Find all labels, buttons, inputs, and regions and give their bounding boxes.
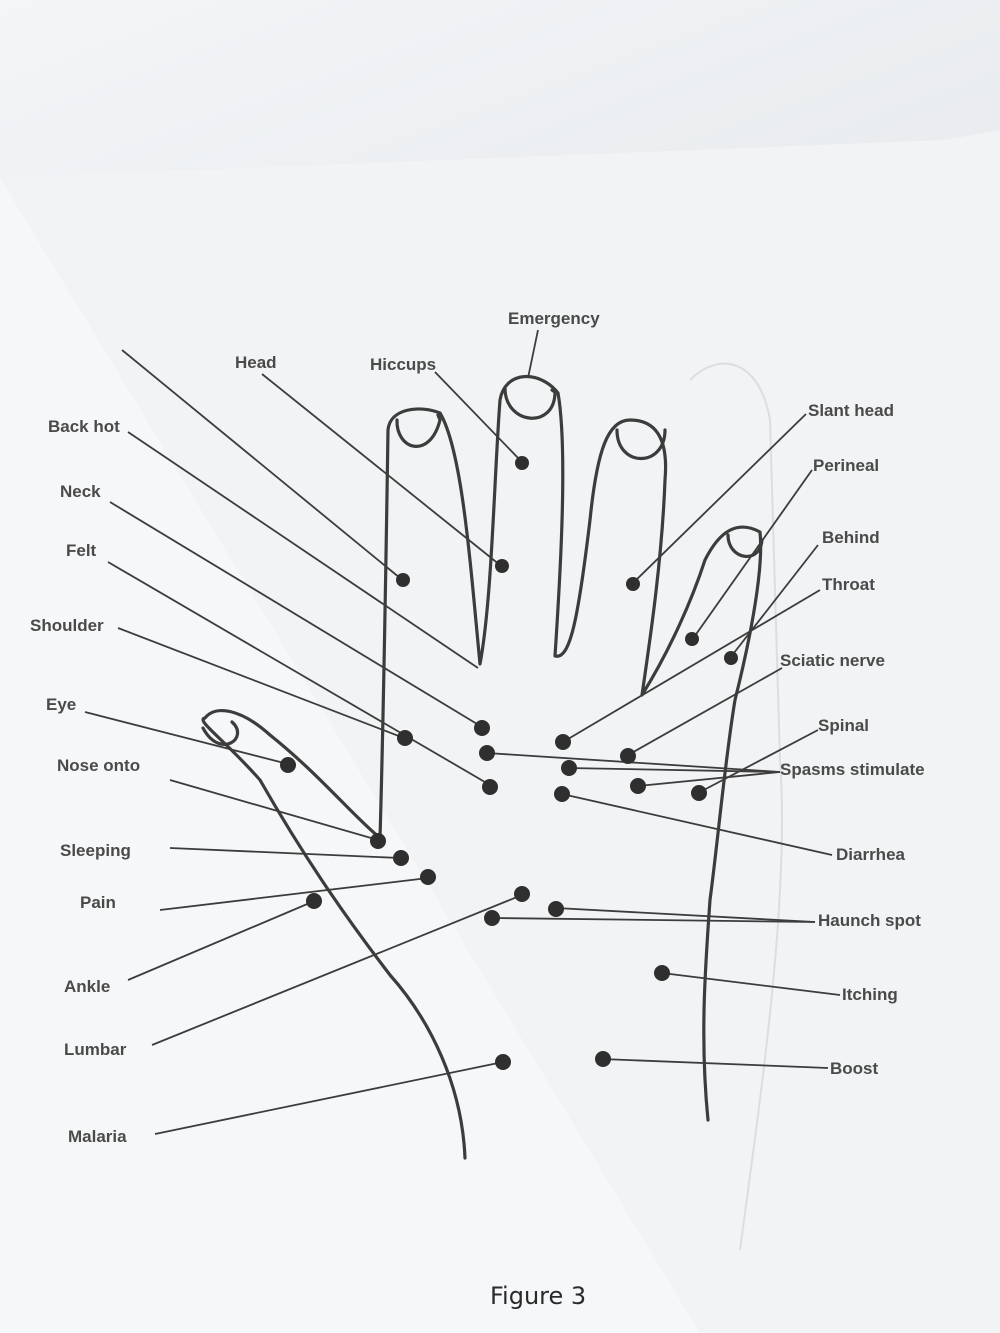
label-shoulder: Shoulder [30, 616, 104, 635]
leader-throat [562, 589, 821, 743]
acupoint-dots [280, 456, 738, 1070]
leader-itching [661, 972, 841, 996]
figure-caption: Figure 3 [490, 1282, 586, 1310]
leader-spinal [699, 729, 819, 793]
label-spasms-stimulate: Spasms stimulate [780, 760, 925, 779]
point-hiccups [515, 456, 529, 470]
nail-ring [615, 428, 667, 461]
label-slant-head: Slant head [808, 401, 894, 420]
paper-shadow [0, 130, 1000, 1333]
label-ankle: Ankle [64, 977, 110, 996]
hand-outline [201, 375, 764, 1160]
point-spinal [691, 785, 707, 801]
nail-index [395, 413, 442, 448]
leader-index [121, 349, 401, 579]
leader-boost [601, 1058, 829, 1069]
leader-emergency [527, 329, 539, 379]
point-head [495, 559, 509, 573]
point-nose-onto [370, 833, 386, 849]
point-shoulder [397, 730, 413, 746]
leader-felt [107, 561, 491, 786]
point-haunch-a [548, 901, 564, 917]
leader-haunch-2 [491, 917, 816, 923]
leader-spasms-3 [637, 771, 781, 787]
label-malaria: Malaria [68, 1127, 127, 1146]
leader-behind [729, 544, 819, 659]
leader-pain [159, 877, 429, 911]
point-spasms-b [561, 760, 577, 776]
leader-hiccups [434, 371, 521, 461]
leader-sciatic [627, 667, 783, 756]
point-lumbar [514, 886, 530, 902]
point-slant-head [626, 577, 640, 591]
label-perineal: Perineal [813, 456, 879, 475]
point-spasms-a [479, 745, 495, 761]
nail-thumb [201, 720, 240, 746]
point-sciatic-nerve [620, 748, 636, 764]
nail-middle [503, 386, 557, 420]
leader-malaria [154, 1061, 504, 1135]
leader-neck [109, 501, 483, 728]
leader-eye [84, 711, 289, 765]
label-felt: Felt [66, 541, 97, 560]
faint-hand-outline [689, 362, 783, 1251]
label-spinal: Spinal [818, 716, 869, 735]
point-boost [595, 1051, 611, 1067]
point-eye [280, 757, 296, 773]
hand-contour [201, 375, 763, 1160]
label-haunch-spot: Haunch spot [818, 911, 921, 930]
label-behind: Behind [822, 528, 880, 547]
point-ankle [306, 893, 322, 909]
label-diarrhea: Diarrhea [836, 845, 906, 864]
label-nose-onto: Nose onto [57, 756, 140, 775]
point-diarrhea [554, 786, 570, 802]
leader-sleeping [169, 847, 401, 859]
point-felt [482, 779, 498, 795]
point-malaria [495, 1054, 511, 1070]
label-pain: Pain [80, 893, 116, 912]
point-index-finger [396, 573, 410, 587]
label-back-hot: Back hot [48, 417, 120, 436]
leader-haunch-1 [555, 907, 816, 923]
leader-shoulder [117, 627, 405, 739]
leader-ankle [127, 901, 313, 981]
leader-lumbar [151, 894, 523, 1046]
label-throat: Throat [822, 575, 875, 594]
point-haunch-b [484, 910, 500, 926]
point-back-hot [474, 720, 490, 736]
leader-diarrhea [561, 793, 833, 856]
leader-perineal [691, 469, 813, 641]
nail-little [726, 533, 764, 558]
point-sleeping [393, 850, 409, 866]
leader-back-hot [127, 431, 479, 669]
leader-spasms-2 [567, 767, 781, 773]
point-pain [420, 869, 436, 885]
leader-spasms-1 [486, 752, 781, 773]
point-perineal [685, 632, 699, 646]
label-sleeping: Sleeping [60, 841, 131, 860]
label-neck: Neck [60, 482, 101, 501]
leader-lines [84, 329, 841, 1135]
point-behind [724, 651, 738, 665]
point-throat [555, 734, 571, 750]
label-head: Head [235, 353, 277, 372]
label-lumbar: Lumbar [64, 1040, 127, 1059]
point-itching [654, 965, 670, 981]
label-sciatic-nerve: Sciatic nerve [780, 651, 885, 670]
leader-slant-head [631, 413, 807, 585]
label-itching: Itching [842, 985, 898, 1004]
point-spasms-c [630, 778, 646, 794]
label-boost: Boost [830, 1059, 879, 1078]
label-eye: Eye [46, 695, 76, 714]
leader-nose-onto [169, 779, 379, 841]
leader-head [261, 373, 501, 566]
label-emergency: Emergency [508, 309, 600, 328]
label-hiccups: Hiccups [370, 355, 436, 374]
